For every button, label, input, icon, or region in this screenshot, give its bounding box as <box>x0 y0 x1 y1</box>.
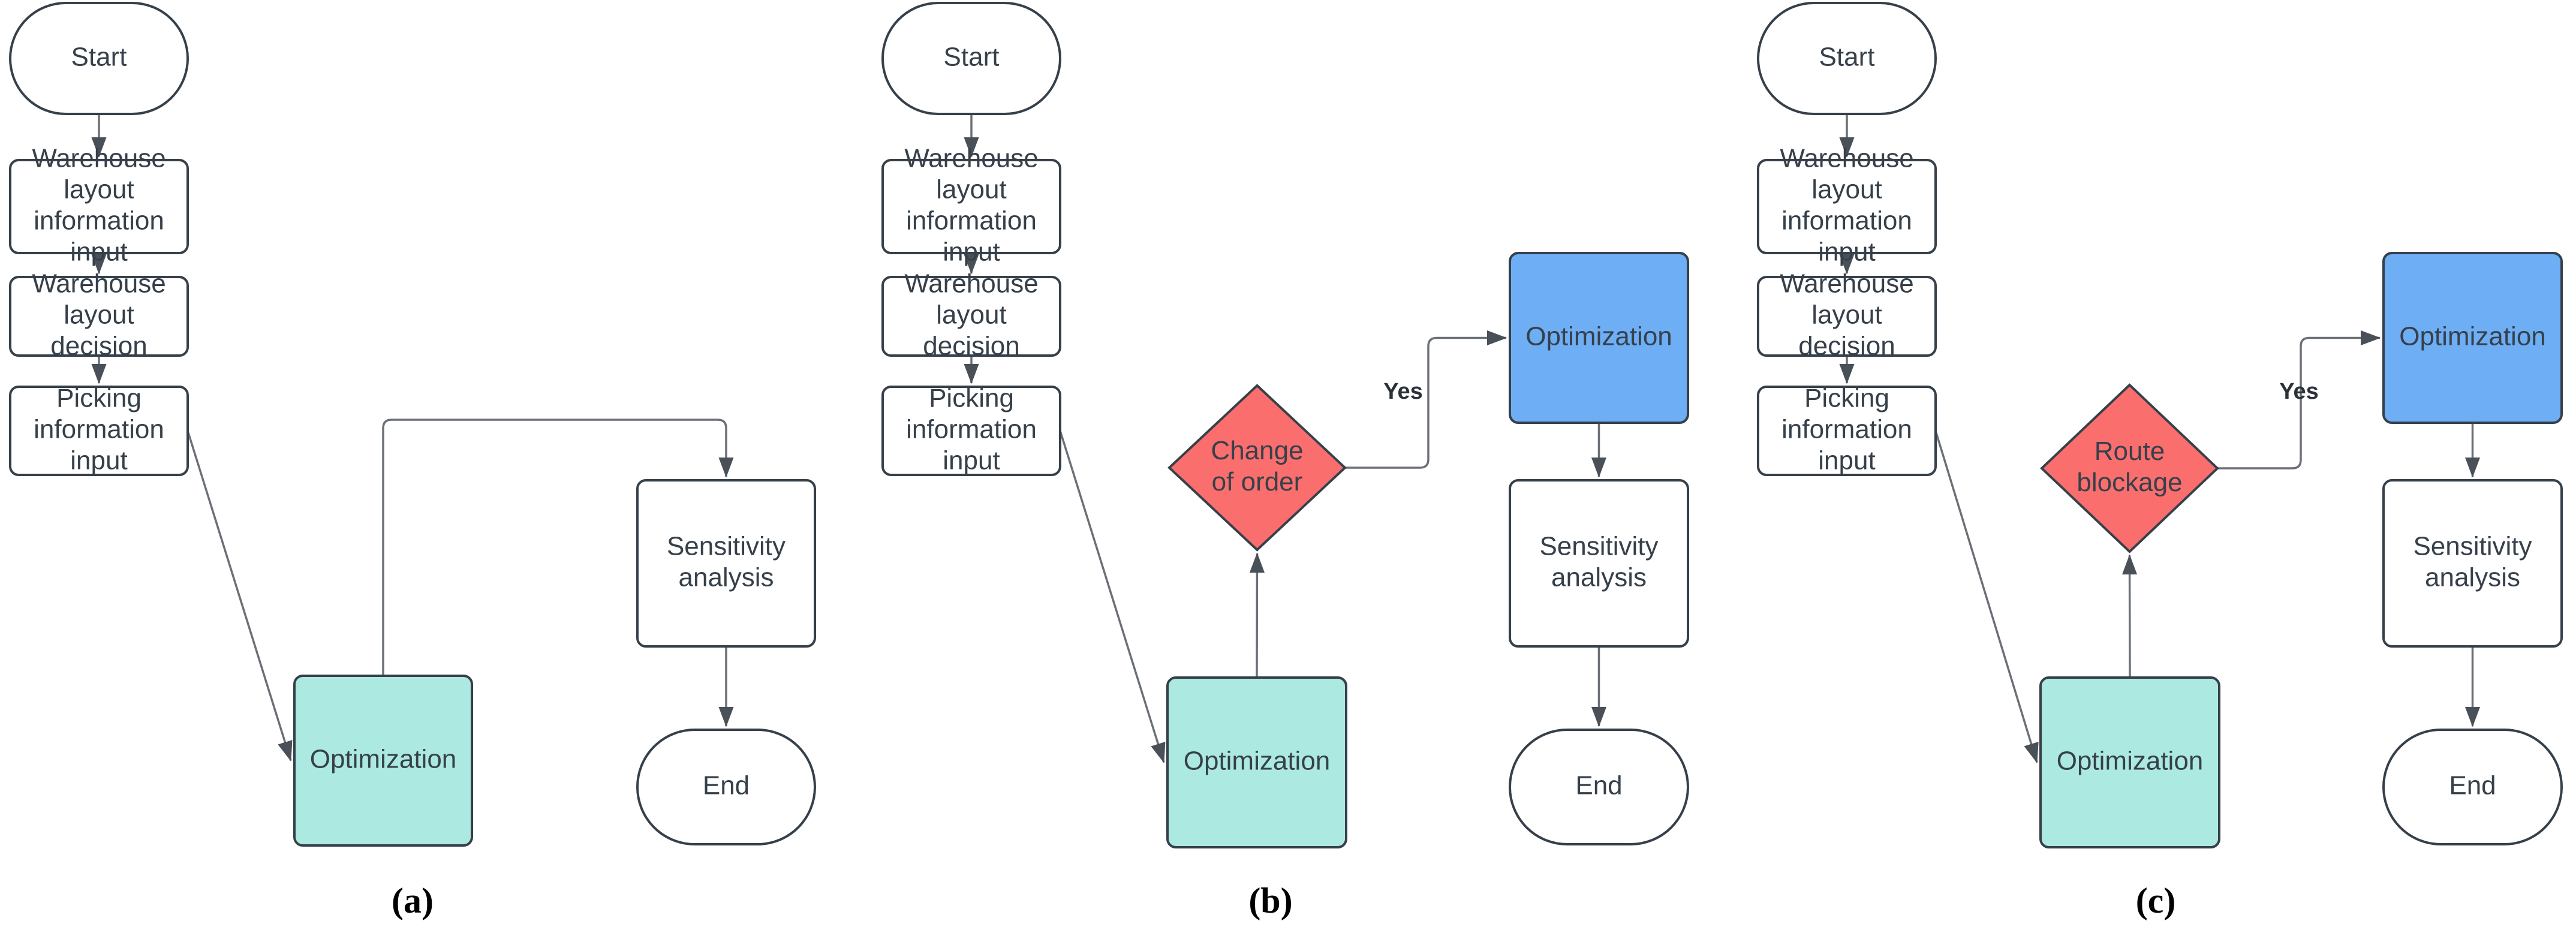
node-label: Start <box>71 42 127 71</box>
node-label: Start <box>944 42 1000 71</box>
terminator-shape <box>881 2 1061 115</box>
terminator-shape <box>636 729 816 845</box>
node-b-start[interactable]: Start <box>881 2 1061 115</box>
process-shape <box>9 386 189 476</box>
node-c-start[interactable]: Start <box>1757 2 1937 115</box>
decision-shape <box>2040 383 2219 553</box>
process-shape <box>2039 676 2220 848</box>
process-shape <box>1509 252 1689 424</box>
terminator-shape <box>9 2 189 115</box>
caption-layer: (a) (b) (c) <box>392 881 2175 920</box>
node-a-opt-teal[interactable]: Optimization <box>293 675 473 847</box>
process-shape <box>2382 479 2563 648</box>
node-label: Start <box>1819 42 1875 71</box>
process-shape <box>881 386 1061 476</box>
terminator-shape <box>2382 729 2563 845</box>
node-label: Optimization <box>310 744 457 774</box>
process-shape <box>1757 386 1937 476</box>
edge-c-pick-info-to-opt-teal <box>1934 430 2039 763</box>
node-label: End <box>703 771 750 800</box>
edge-label-c-yes: Yes <box>2279 379 2319 404</box>
process-shape <box>293 675 473 847</box>
process-shape <box>2382 252 2563 424</box>
process-shape <box>881 276 1061 357</box>
node-label: Optimization <box>1184 746 1331 775</box>
node-label: End <box>1575 771 1622 800</box>
node-c-opt-blue[interactable]: Optimization <box>2382 252 2563 424</box>
node-a-end[interactable]: End <box>636 729 816 845</box>
node-b-end[interactable]: End <box>1509 729 1689 845</box>
decision-shape <box>1167 384 1347 552</box>
edge-b-pick-info-to-opt-teal <box>1059 430 1166 763</box>
node-label: Optimization <box>2399 321 2546 351</box>
node-a-start[interactable]: Start <box>9 2 189 115</box>
node-label: Optimization <box>2057 746 2204 775</box>
node-c-end[interactable]: End <box>2382 729 2563 845</box>
process-shape <box>9 276 189 357</box>
node-label: Optimization <box>1525 321 1672 351</box>
process-shape <box>9 159 189 254</box>
process-shape <box>881 159 1061 254</box>
process-shape <box>1509 479 1689 648</box>
edge-a-opt-teal-to-sens <box>382 419 734 676</box>
process-shape <box>1757 159 1937 254</box>
process-shape <box>636 479 816 648</box>
edge-layer: Yes Yes <box>91 114 2481 763</box>
panel-caption-a: (a) <box>392 881 434 920</box>
panel-caption-b: (b) <box>1248 881 1292 920</box>
terminator-shape <box>1757 2 1937 115</box>
process-shape <box>1757 276 1937 357</box>
node-c-opt-teal[interactable]: Optimization <box>2039 676 2220 848</box>
process-shape <box>1166 676 1347 848</box>
terminator-shape <box>1509 729 1689 845</box>
edge-b-decision-to-opt-blue <box>1345 330 1507 469</box>
panel-caption-c: (c) <box>2136 881 2176 920</box>
node-b-opt-blue[interactable]: Optimization <box>1509 252 1689 424</box>
edge-label-b-yes: Yes <box>1383 379 1423 404</box>
edge-a-pick-info-to-opt-teal <box>186 430 293 762</box>
node-label: End <box>2449 771 2496 800</box>
node-b-opt-teal[interactable]: Optimization <box>1166 676 1347 848</box>
edge-c-decision-to-opt-blue <box>2217 330 2381 470</box>
